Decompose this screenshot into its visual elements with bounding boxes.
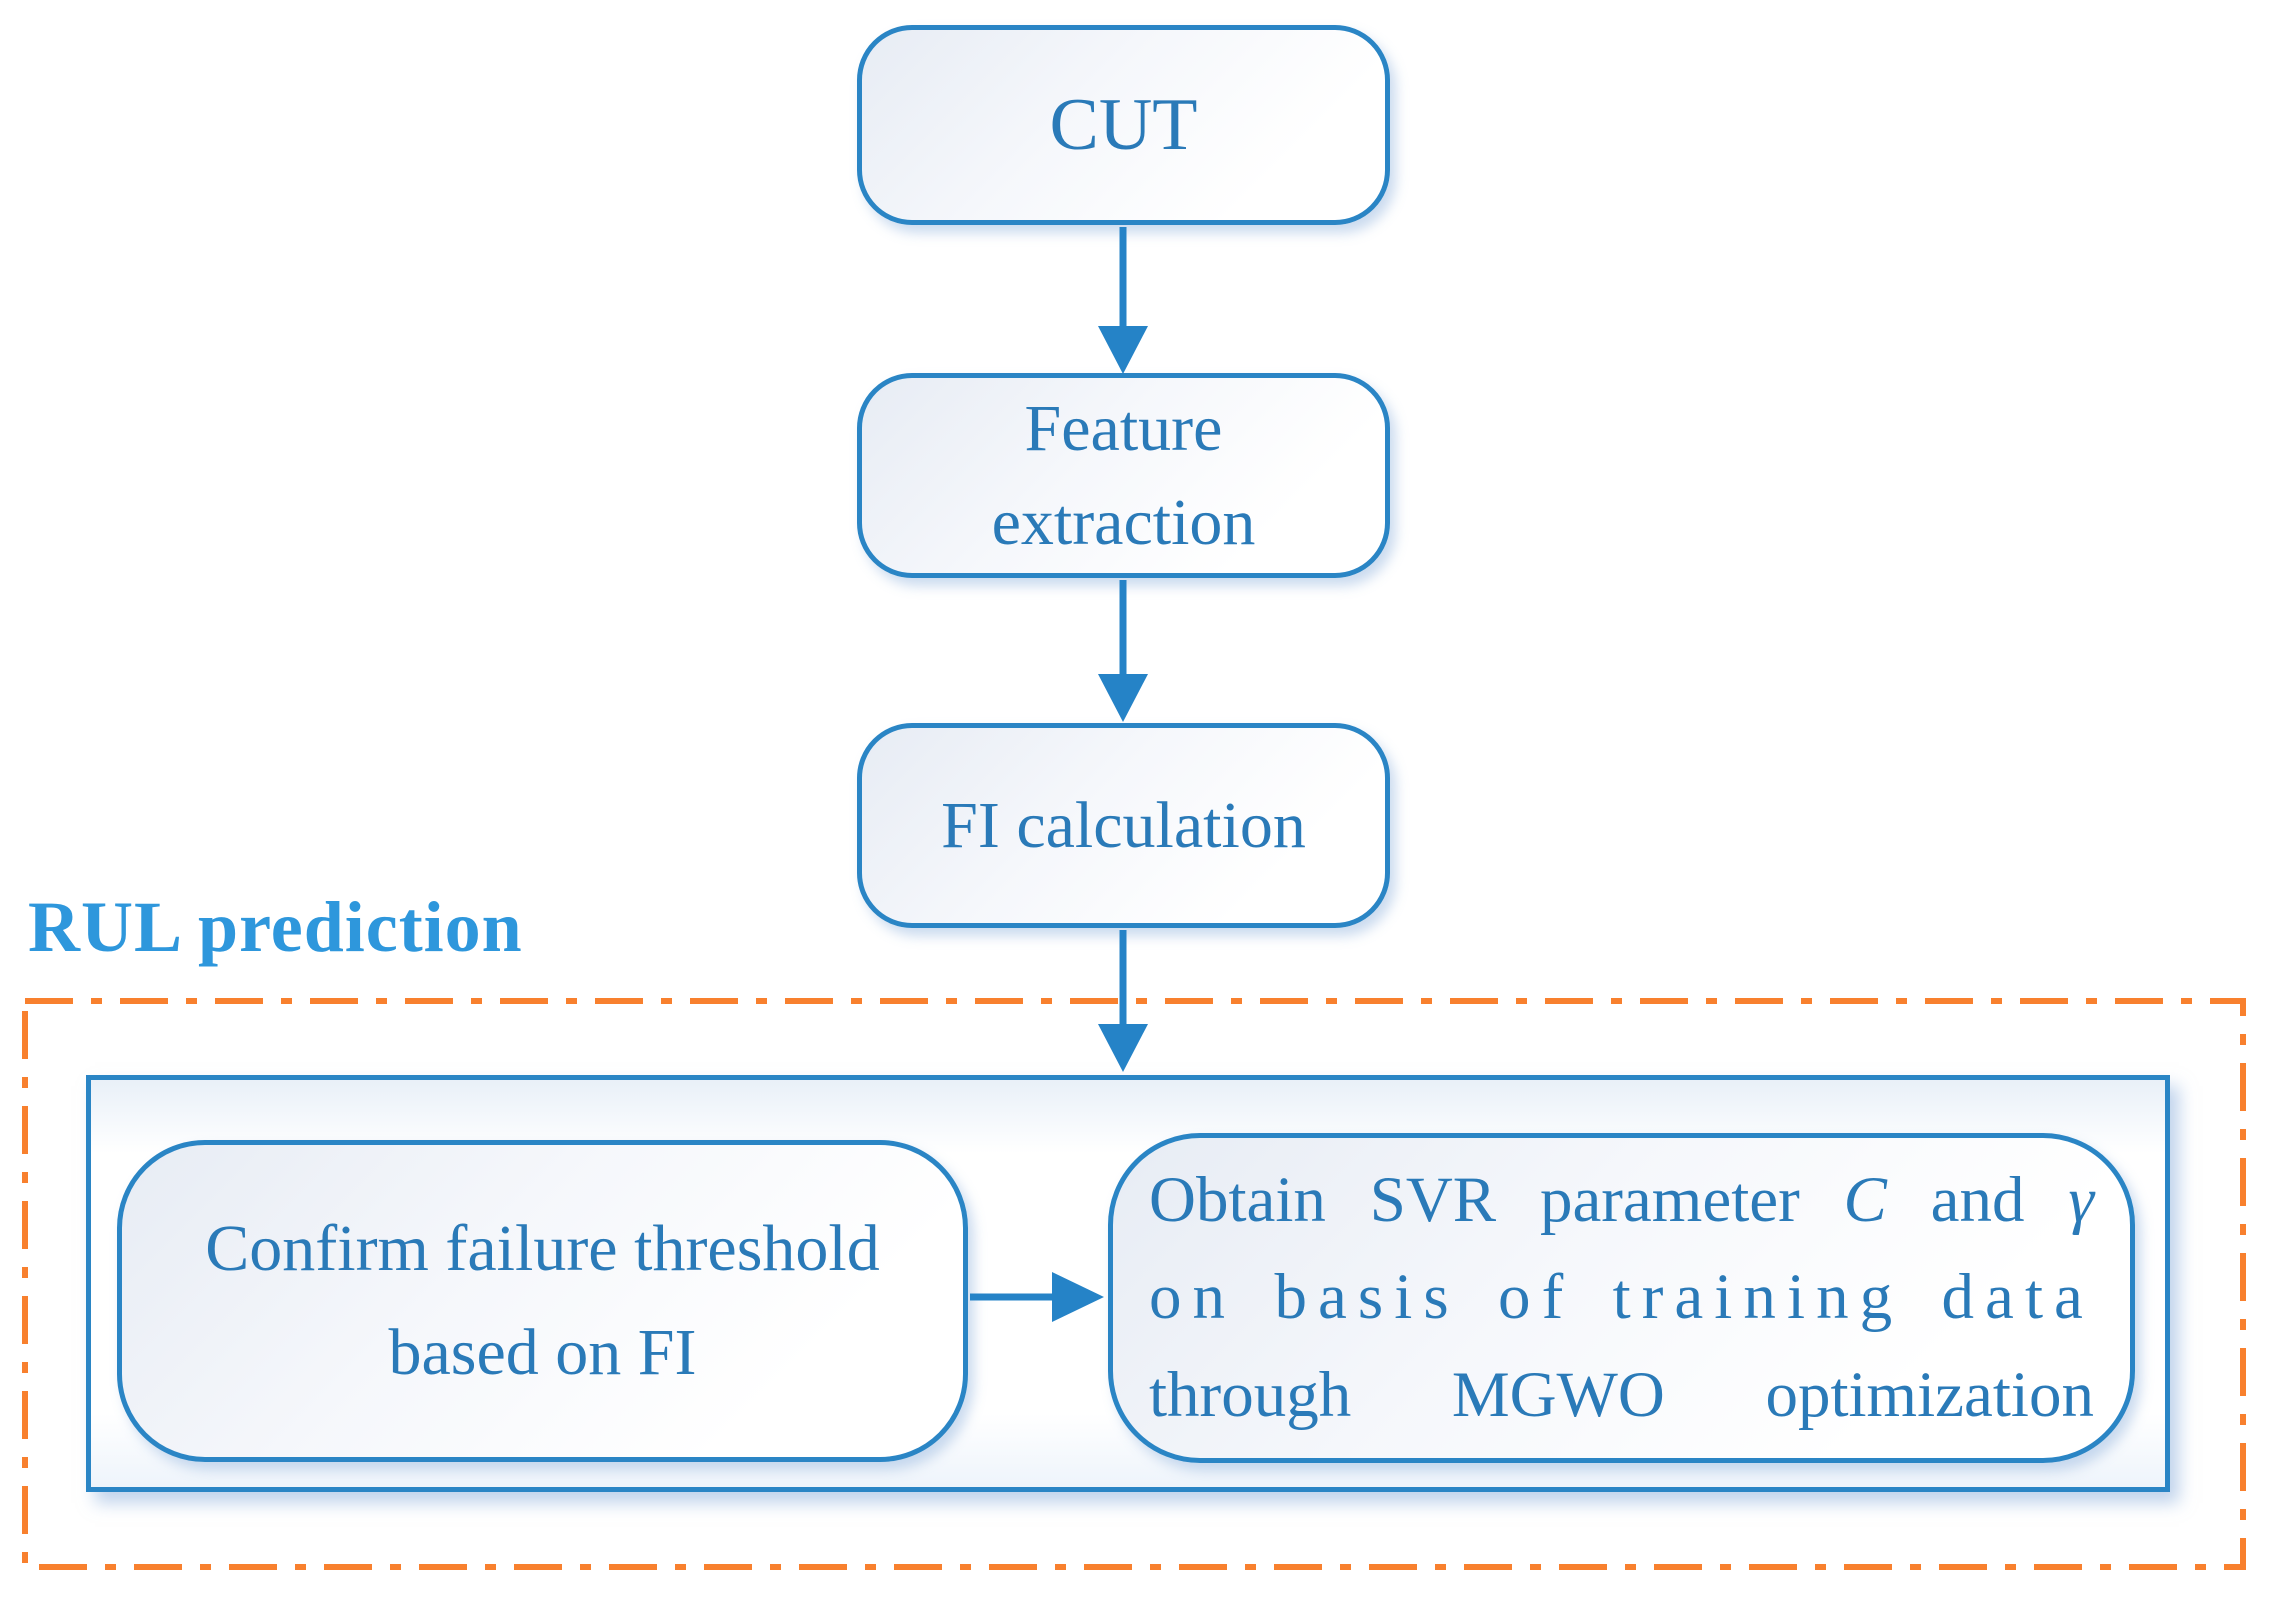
word-of: of — [1498, 1261, 1575, 1334]
node-feature-extraction: Feature extraction — [857, 373, 1390, 578]
node-confirm-line2: based on FI — [388, 1316, 697, 1389]
word-on: on — [1149, 1261, 1237, 1334]
arrow-fi-to-rul-head — [1098, 1024, 1148, 1072]
word-optimization: optimization — [1765, 1358, 2094, 1431]
node-fi-calculation: FI calculation — [857, 723, 1390, 928]
node-obtain-line3: through MGWO optimization — [1149, 1358, 2094, 1433]
arrow-feature-to-fi-head — [1098, 674, 1148, 722]
word-basis: basis — [1274, 1261, 1460, 1334]
symbol-gamma: γ — [2068, 1164, 2094, 1237]
word-training: training — [1612, 1261, 1904, 1334]
node-confirm-failure-threshold: Confirm failure threshold based on FI — [117, 1140, 968, 1462]
word-obtain: Obtain — [1149, 1164, 1326, 1237]
node-obtain-line1: Obtain SVR parameter C and γ — [1149, 1163, 2094, 1238]
word-svr: SVR — [1369, 1164, 1497, 1237]
node-feature-extraction-line2: extraction — [991, 485, 1256, 559]
word-mgwo: MGWO — [1451, 1358, 1665, 1431]
node-cut: CUT — [857, 25, 1390, 225]
node-fi-calculation-label: FI calculation — [941, 788, 1306, 862]
word-parameter: parameter — [1539, 1164, 1800, 1237]
node-feature-extraction-line1: Feature — [1024, 391, 1223, 465]
word-and: and — [1930, 1164, 2025, 1237]
rul-section-title: RUL prediction — [28, 887, 523, 967]
symbol-c: C — [1843, 1164, 1887, 1237]
node-cut-label: CUT — [1049, 83, 1198, 166]
word-through: through — [1149, 1358, 1352, 1431]
node-obtain-svr-parameters: Obtain SVR parameter C and γ on basis of… — [1108, 1133, 2135, 1463]
arrow-cut-to-feature-head — [1098, 326, 1148, 374]
node-obtain-line2: on basis of training data — [1149, 1260, 2094, 1335]
word-data: data — [1941, 1261, 2094, 1334]
node-confirm-line1: Confirm failure threshold — [205, 1211, 880, 1285]
